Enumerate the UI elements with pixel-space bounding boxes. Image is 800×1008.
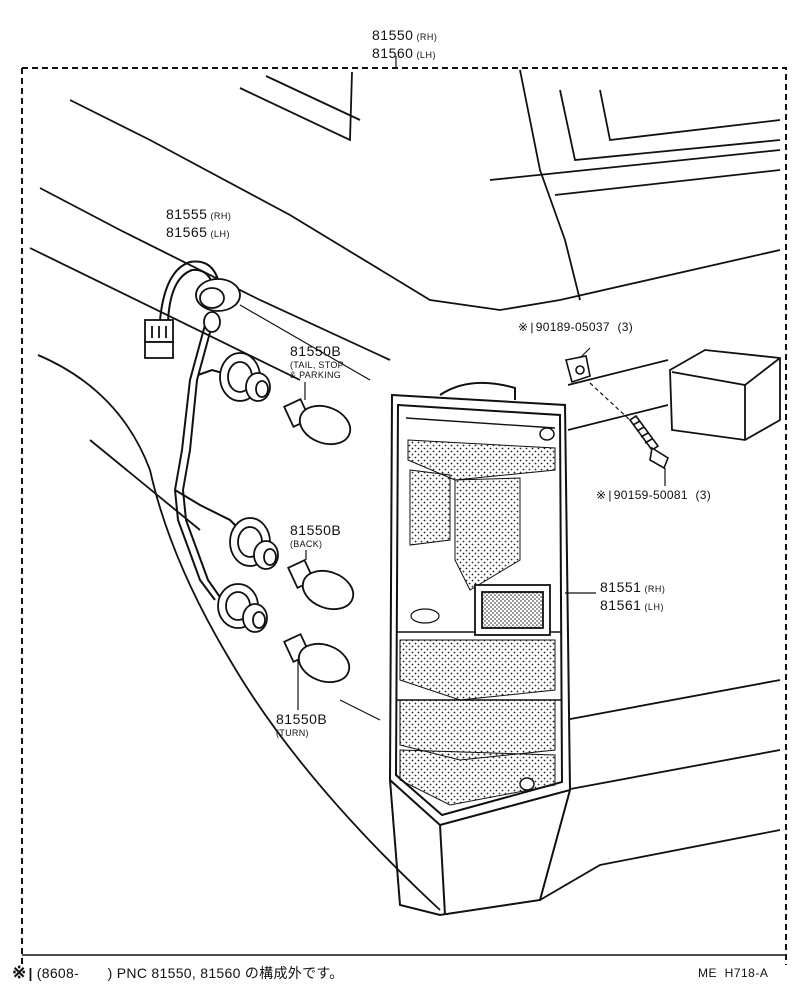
footnote-mark: ※ bbox=[518, 320, 529, 334]
label-lamp-assy: 81550(RH) 81560(LH) bbox=[372, 28, 437, 62]
lens-screw-hole-lower bbox=[519, 777, 535, 791]
tapping-screw bbox=[628, 414, 669, 470]
socket-tail-stop bbox=[219, 352, 271, 402]
side-lens-rh: (RH) bbox=[644, 584, 666, 594]
part-number-lamp-rh: 81550 bbox=[372, 27, 414, 43]
screw-axis bbox=[589, 382, 633, 423]
assembly-boundary bbox=[21, 67, 787, 965]
screw-qty: (3) bbox=[695, 488, 712, 502]
label-bulb-turn: 81550B (TURN) bbox=[276, 712, 327, 738]
bulb-desc: (BACK) bbox=[290, 539, 323, 549]
bulb-number: 81550B bbox=[290, 343, 342, 359]
bulb-leaders bbox=[239, 304, 381, 721]
vehicle-body bbox=[29, 69, 781, 911]
label-bulb-tail-stop: 81550B (TAIL, STOP & PARKING bbox=[290, 344, 344, 380]
footnote-mark: ※ bbox=[12, 963, 27, 982]
part-number-socket-lh: 81565 bbox=[166, 224, 208, 240]
nut-part-code: 90189-05037 bbox=[535, 320, 610, 334]
reflector-window bbox=[474, 584, 551, 636]
lens-mark bbox=[410, 608, 440, 624]
bulb-number: 81550B bbox=[290, 522, 342, 538]
bulb-desc: & PARKING bbox=[290, 370, 342, 380]
grommet bbox=[195, 278, 241, 333]
bulb-turn bbox=[282, 633, 351, 684]
harness-connector bbox=[144, 319, 174, 359]
clip-nut bbox=[565, 355, 591, 384]
bulb-number: 81550B bbox=[276, 711, 328, 727]
label-bulb-back: 81550B (BACK) bbox=[290, 523, 341, 549]
socket-turn bbox=[217, 583, 268, 633]
label-screw: ※|90159-50081 (3) bbox=[596, 488, 712, 502]
nut-qty: (3) bbox=[617, 320, 634, 334]
footnote: ※|(8608- ) PNC 81550, 81560 の構成外です。 bbox=[12, 963, 344, 982]
lens-pattern bbox=[396, 439, 562, 806]
side-lens-lh: (LH) bbox=[644, 602, 664, 612]
bulb-back bbox=[286, 559, 355, 611]
side-socket-lh: (LH) bbox=[210, 229, 230, 239]
side-socket-rh: (RH) bbox=[210, 211, 232, 221]
socket-back bbox=[229, 517, 279, 570]
lens-screw-hole-upper bbox=[539, 427, 555, 441]
side-lamp-rh: (RH) bbox=[416, 32, 438, 42]
label-nut: ※|90189-05037 (3) bbox=[518, 320, 634, 334]
part-number-lamp-lh: 81560 bbox=[372, 45, 414, 61]
part-number-lens-rh: 81551 bbox=[600, 579, 642, 595]
side-lamp-lh: (LH) bbox=[416, 50, 436, 60]
bulb-tail-stop bbox=[282, 398, 352, 446]
footnote-text: (8608- ) PNC 81550, 81560 の構成外です。 bbox=[36, 965, 344, 981]
screw-part-code: 90159-50081 bbox=[613, 488, 688, 502]
part-number-lens-lh: 81561 bbox=[600, 597, 642, 613]
footnote-mark: ※ bbox=[596, 488, 607, 502]
label-socket-wire: 81555(RH) 81565(LH) bbox=[166, 207, 231, 241]
bulb-desc: (TAIL, STOP bbox=[290, 360, 344, 370]
bulb-desc: (TURN) bbox=[276, 728, 309, 738]
figure-reference: ME H718-A bbox=[698, 966, 769, 980]
part-number-socket-rh: 81555 bbox=[166, 206, 208, 222]
label-lens: 81551(RH) 81561(LH) bbox=[600, 580, 665, 614]
leader-nut bbox=[579, 347, 591, 359]
body-bracket bbox=[669, 349, 781, 441]
